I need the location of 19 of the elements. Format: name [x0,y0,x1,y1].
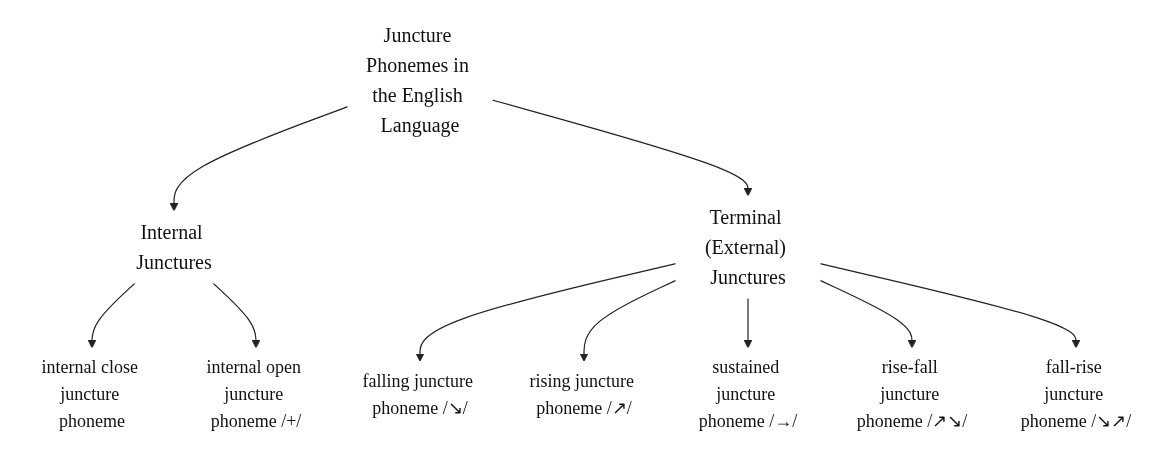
arrow [819,279,917,349]
node-text: rise-fall juncture phoneme /↗↘/ [856,357,968,431]
node-text: internal close juncture phoneme [41,357,138,431]
arrow [169,106,349,212]
arrow [743,297,753,349]
arrow [819,263,1081,349]
node-text: rising juncture phoneme /↗/ [529,370,634,418]
node-text: fall-rise juncture phoneme /↘↗/ [1020,357,1132,431]
node-text: Internal Junctures [136,221,212,273]
arrow [491,99,753,197]
node-text: Terminal (External) Junctures [704,206,787,288]
arrow [415,263,677,362]
node-text: Juncture Phonemes in the English Language [366,24,469,136]
node-text: falling juncture phoneme /↘/ [362,370,473,418]
node-text: internal open juncture phoneme /+/ [206,357,302,431]
arrow [579,279,677,362]
arrow [212,282,261,349]
node-text: sustained juncture phoneme /→/ [698,357,798,431]
arrow [87,282,136,349]
